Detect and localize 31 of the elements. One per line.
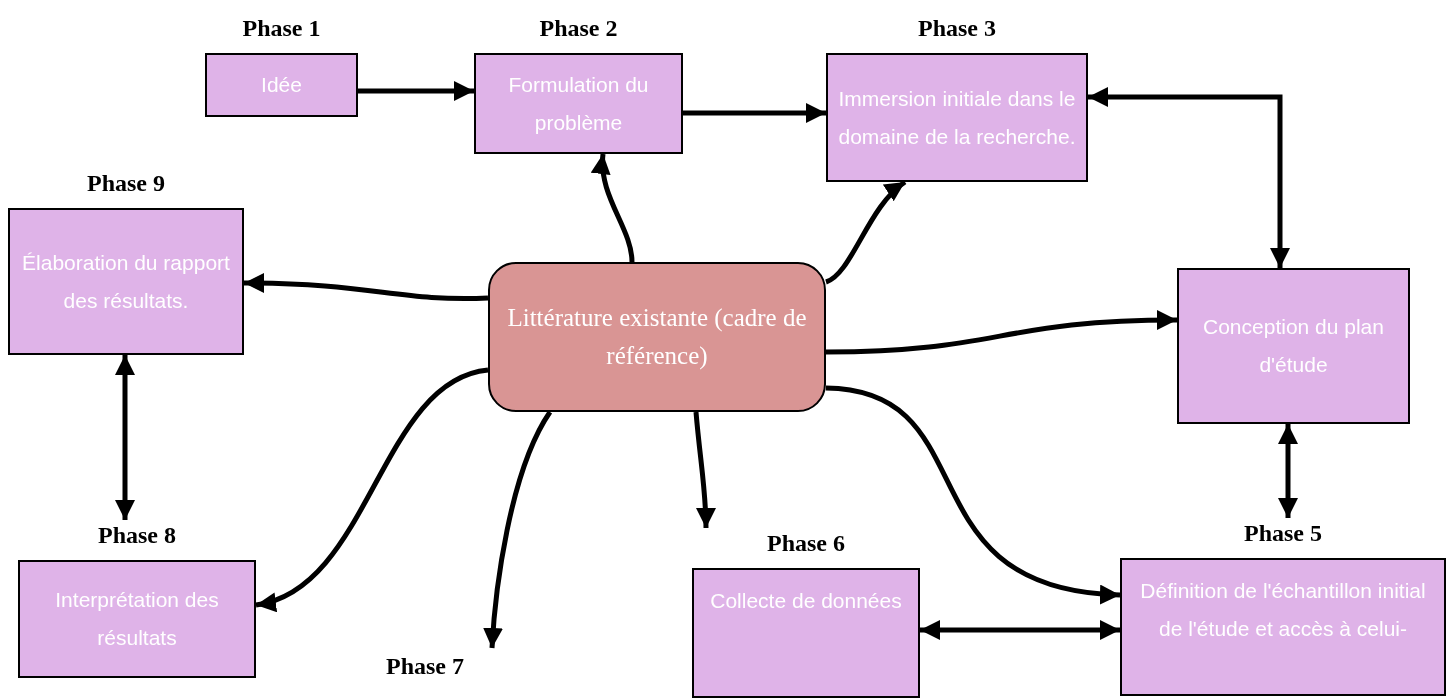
double-arrow (1278, 424, 1298, 518)
process-box: Élaboration du rapport des résultats. (8, 208, 244, 355)
phase-heading: Phase 9 (87, 169, 165, 198)
arrow (824, 180, 907, 285)
process-box: Conception du plan d'étude (1177, 268, 1410, 424)
phase-heading: Phase 1 (242, 14, 321, 43)
arrow (358, 81, 474, 101)
phase-heading: Phase 2 (539, 14, 618, 43)
process-box: Idée (205, 53, 358, 117)
arrow (825, 310, 1178, 355)
central-box: Littérature existante (cadre de référence) (488, 262, 826, 412)
process-box: Définition de l'échantillon initial de l'étude et accès à celui- (1120, 558, 1446, 696)
phase-heading: Phase 8 (98, 521, 176, 550)
arrow (243, 273, 489, 302)
double-arrow (115, 355, 135, 520)
arrow (825, 385, 1121, 603)
phase-heading: Phase 3 (918, 14, 996, 43)
process-box: Formulation du problème (474, 53, 683, 154)
arrow (592, 153, 635, 263)
double-arrow (1088, 87, 1290, 268)
arrow (483, 410, 553, 649)
process-box: Interprétation des résultats (18, 560, 256, 678)
arrow (255, 367, 489, 610)
phase-heading: Phase 6 (767, 529, 845, 558)
process-box: Immersion initiale dans le domaine de la recherche. (826, 53, 1088, 182)
arrow (693, 411, 716, 529)
phase-label: Phase 7 (350, 648, 500, 684)
arrow (683, 103, 826, 123)
process-box: Collecte de données (692, 568, 920, 698)
phase-heading: Phase 5 (1244, 519, 1322, 548)
double-arrow (920, 620, 1120, 640)
